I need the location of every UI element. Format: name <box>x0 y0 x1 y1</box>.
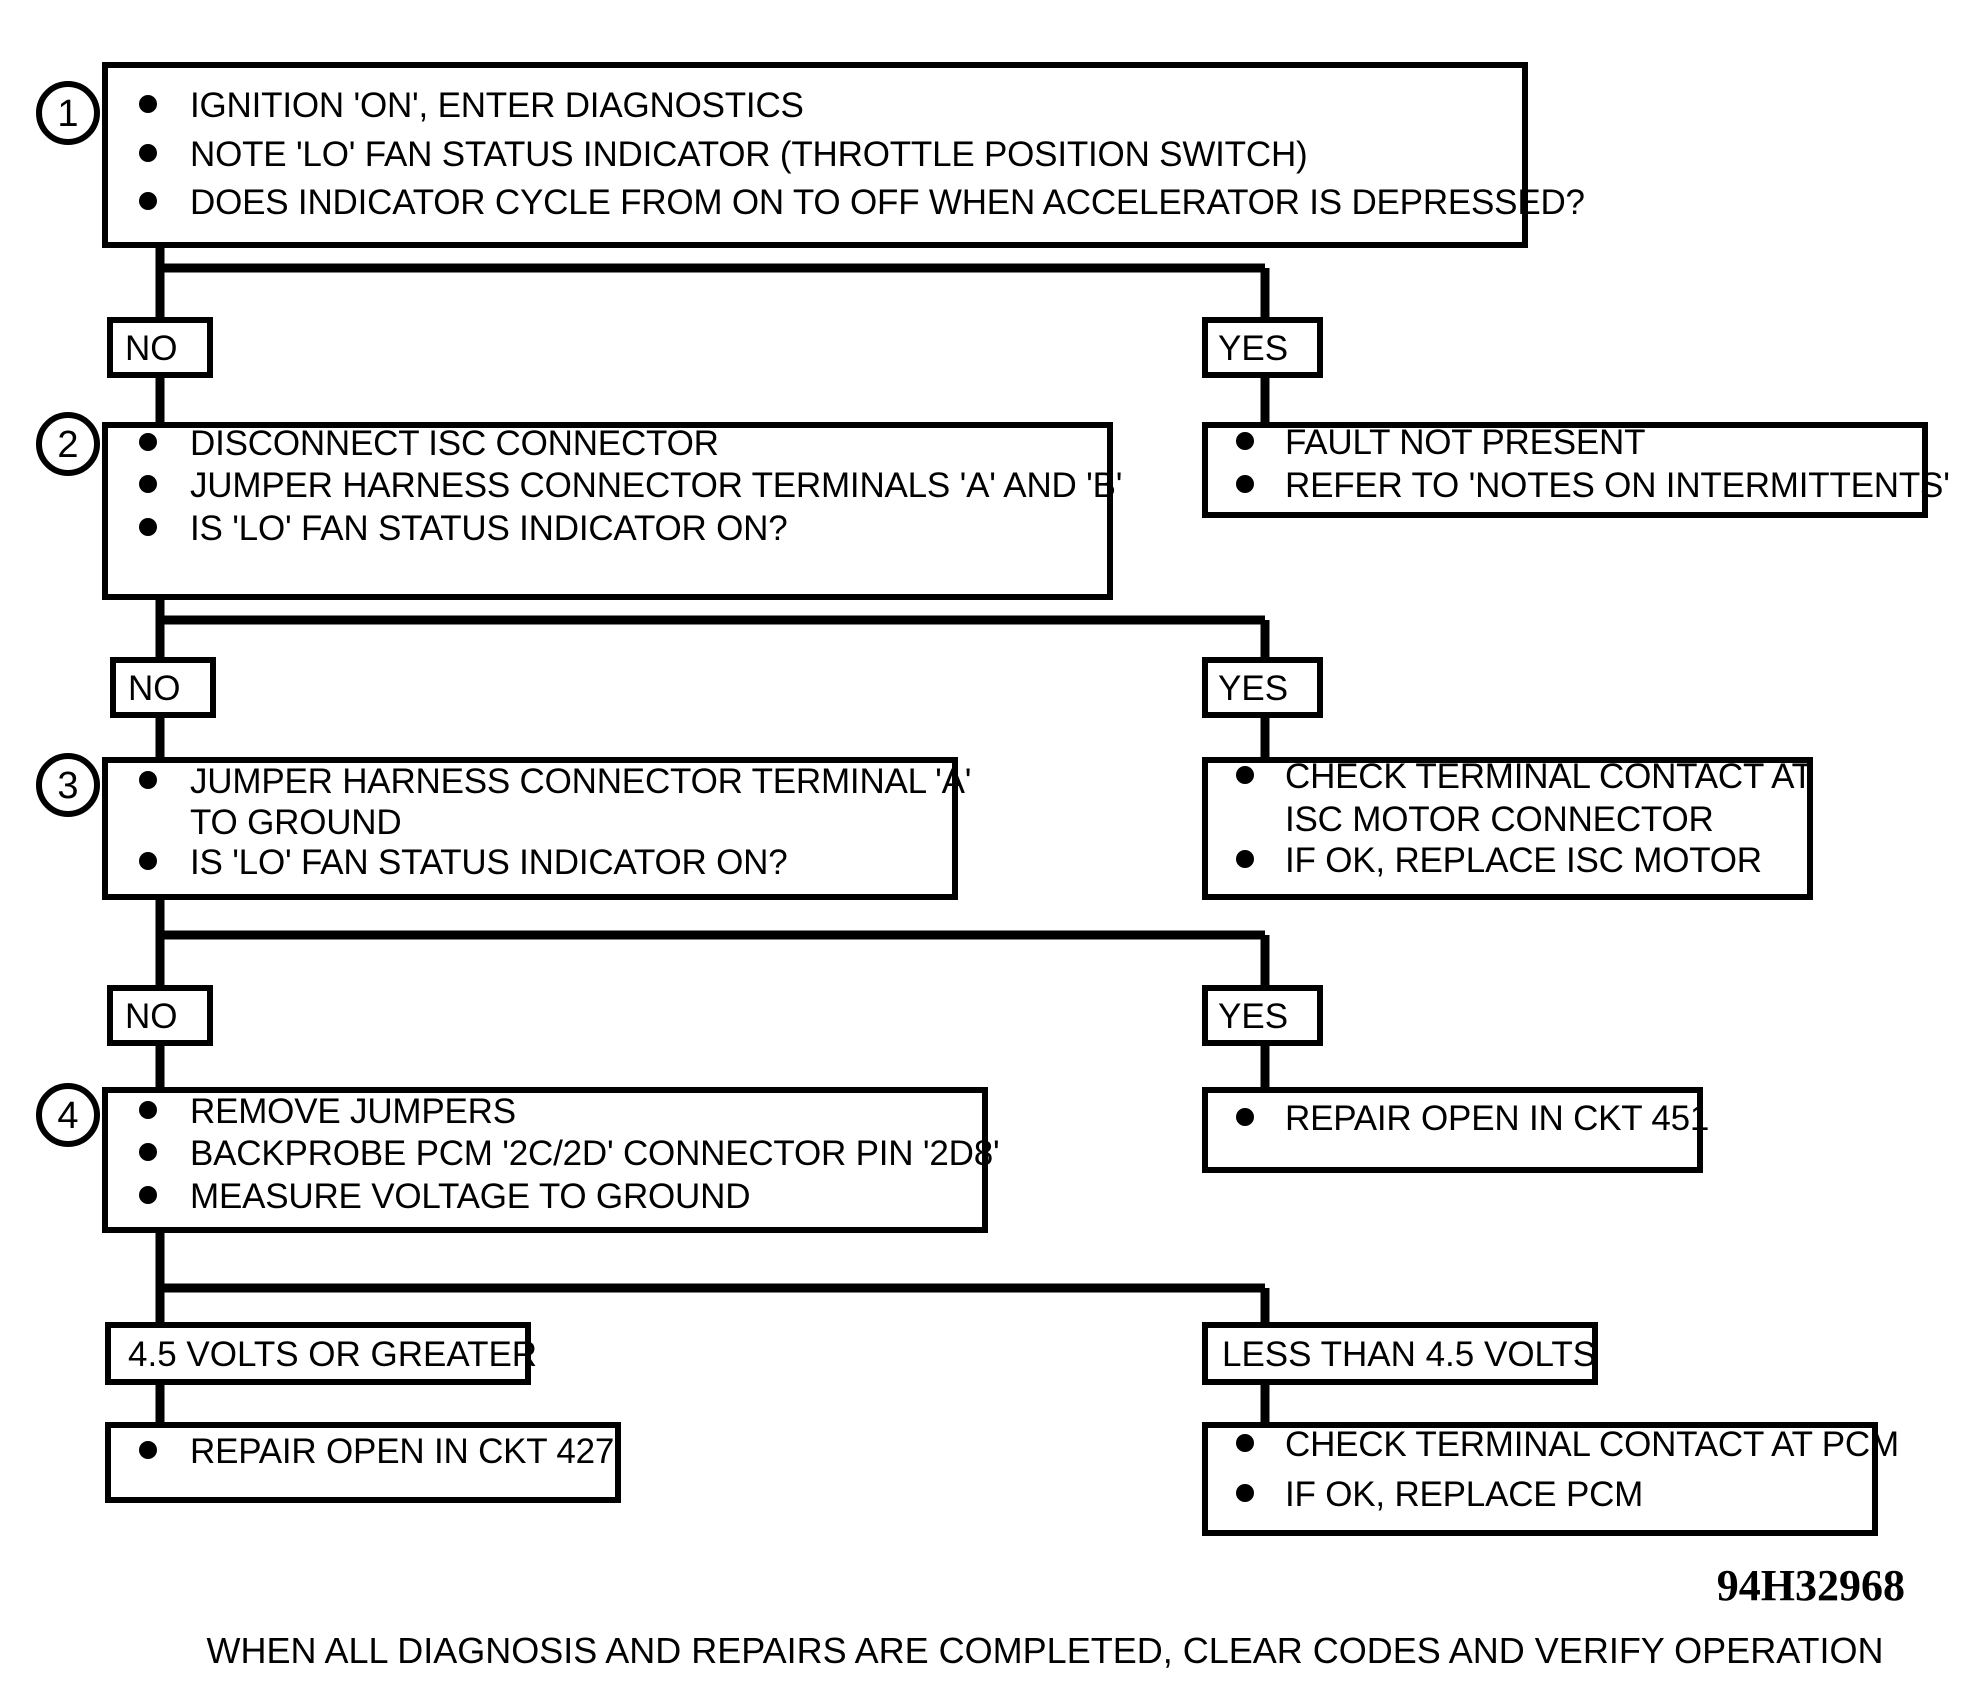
step-1-line-3: DOES INDICATOR CYCLE FROM ON TO OFF WHEN… <box>190 183 1585 222</box>
step-3-line-2: TO GROUND <box>190 803 401 842</box>
yes-1-result-line-1: FAULT NOT PRESENT <box>1285 423 1645 462</box>
step-1-marker <box>36 81 100 145</box>
step-1-bullet-3 <box>139 192 157 210</box>
step-4-marker <box>36 1083 100 1147</box>
step-3-line-3: IS 'LO' FAN STATUS INDICATOR ON? <box>190 843 788 882</box>
step-4-bullet-1 <box>139 1101 157 1119</box>
step-4-line-3: MEASURE VOLTAGE TO GROUND <box>190 1177 750 1216</box>
yes-3-result-bullet-1 <box>1236 1108 1254 1126</box>
step-2-bullet-2 <box>139 475 157 493</box>
footer-note: WHEN ALL DIAGNOSIS AND REPAIRS ARE COMPL… <box>206 1630 1883 1671</box>
diagram-code-id: 94H32968 <box>1717 1561 1905 1610</box>
step-2-box <box>102 422 1113 600</box>
branch-yes-2-box <box>1202 657 1323 718</box>
yes-1-result-bullet-2 <box>1236 475 1254 493</box>
step-4-bullet-2 <box>139 1143 157 1161</box>
branch-yes-3-box <box>1202 985 1323 1046</box>
step-3-box <box>102 757 958 900</box>
branch-yes-2-label: YES <box>1218 669 1288 708</box>
step-3-marker <box>36 753 100 817</box>
volts-left-result-bullet-1 <box>139 1441 157 1459</box>
step-2-line-3: IS 'LO' FAN STATUS INDICATOR ON? <box>190 509 788 548</box>
volts-right-result-line-2: IF OK, REPLACE PCM <box>1285 1475 1643 1514</box>
step-4-number: 4 <box>57 1095 78 1137</box>
branch-no-2-box <box>110 657 216 718</box>
yes-2-result-line-1: CHECK TERMINAL CONTACT AT <box>1285 757 1813 796</box>
step-3-line-1: JUMPER HARNESS CONNECTOR TERMINAL 'A' <box>190 762 971 801</box>
yes-2-result-bullet-2 <box>1236 850 1254 868</box>
volts-left-box <box>105 1322 531 1385</box>
step-4-line-1: REMOVE JUMPERS <box>190 1092 516 1131</box>
branch-no-2-label: NO <box>128 669 181 708</box>
yes-1-result-bullet-1 <box>1236 432 1254 450</box>
volts-left-result-line-1: REPAIR OPEN IN CKT 427 <box>190 1432 614 1471</box>
step-2-bullet-3 <box>139 518 157 536</box>
step-4-line-2: BACKPROBE PCM '2C/2D' CONNECTOR PIN '2D8… <box>190 1134 999 1173</box>
volts-right-result-bullet-1 <box>1236 1434 1254 1452</box>
step-3-bullet-2 <box>139 852 157 870</box>
yes-1-result-box <box>1202 422 1928 518</box>
yes-1-result-line-2: REFER TO 'NOTES ON INTERMITTENTS' <box>1285 466 1950 505</box>
step-2-bullet-1 <box>139 433 157 451</box>
yes-3-result-line-1: REPAIR OPEN IN CKT 451 <box>1285 1099 1709 1138</box>
volts-left-label: 4.5 VOLTS OR GREATER <box>128 1335 537 1374</box>
branch-no-3-label: NO <box>125 997 178 1036</box>
yes-2-result-line-3: IF OK, REPLACE ISC MOTOR <box>1285 841 1762 880</box>
volts-right-label: LESS THAN 4.5 VOLTS <box>1222 1335 1596 1374</box>
step-1-number: 1 <box>57 93 78 135</box>
step-2-marker <box>36 412 100 476</box>
step-4-box <box>102 1087 988 1233</box>
step-2-number: 2 <box>57 424 78 466</box>
branch-no-1-box <box>107 317 213 378</box>
branch-no-1-label: NO <box>125 329 178 368</box>
step-1-line-2: NOTE 'LO' FAN STATUS INDICATOR (THROTTLE… <box>190 135 1307 174</box>
volts-right-result-box <box>1202 1422 1878 1536</box>
step-1-line-1: IGNITION 'ON', ENTER DIAGNOSTICS <box>190 86 804 125</box>
branch-no-3-box <box>107 985 213 1046</box>
yes-2-result-line-2: ISC MOTOR CONNECTOR <box>1285 800 1714 839</box>
step-2-line-2: JUMPER HARNESS CONNECTOR TERMINALS 'A' A… <box>190 466 1122 505</box>
step-2-line-1: DISCONNECT ISC CONNECTOR <box>190 424 719 463</box>
step-1-box <box>102 62 1528 248</box>
yes-2-result-bullet-1 <box>1236 766 1254 784</box>
step-1-bullet-1 <box>139 95 157 113</box>
step-3-number: 3 <box>57 765 78 807</box>
step-3-bullet-1 <box>139 771 157 789</box>
branch-yes-1-box <box>1202 317 1323 378</box>
volts-right-box <box>1202 1322 1598 1385</box>
yes-2-result-box <box>1202 757 1813 900</box>
step-1-bullet-2 <box>139 144 157 162</box>
branch-yes-1-label: YES <box>1218 329 1288 368</box>
volts-left-result-box <box>105 1422 621 1503</box>
step-4-bullet-3 <box>139 1186 157 1204</box>
volts-right-result-line-1: CHECK TERMINAL CONTACT AT PCM <box>1285 1425 1899 1464</box>
yes-3-result-box <box>1202 1087 1703 1173</box>
branch-yes-3-label: YES <box>1218 997 1288 1036</box>
volts-right-result-bullet-2 <box>1236 1484 1254 1502</box>
